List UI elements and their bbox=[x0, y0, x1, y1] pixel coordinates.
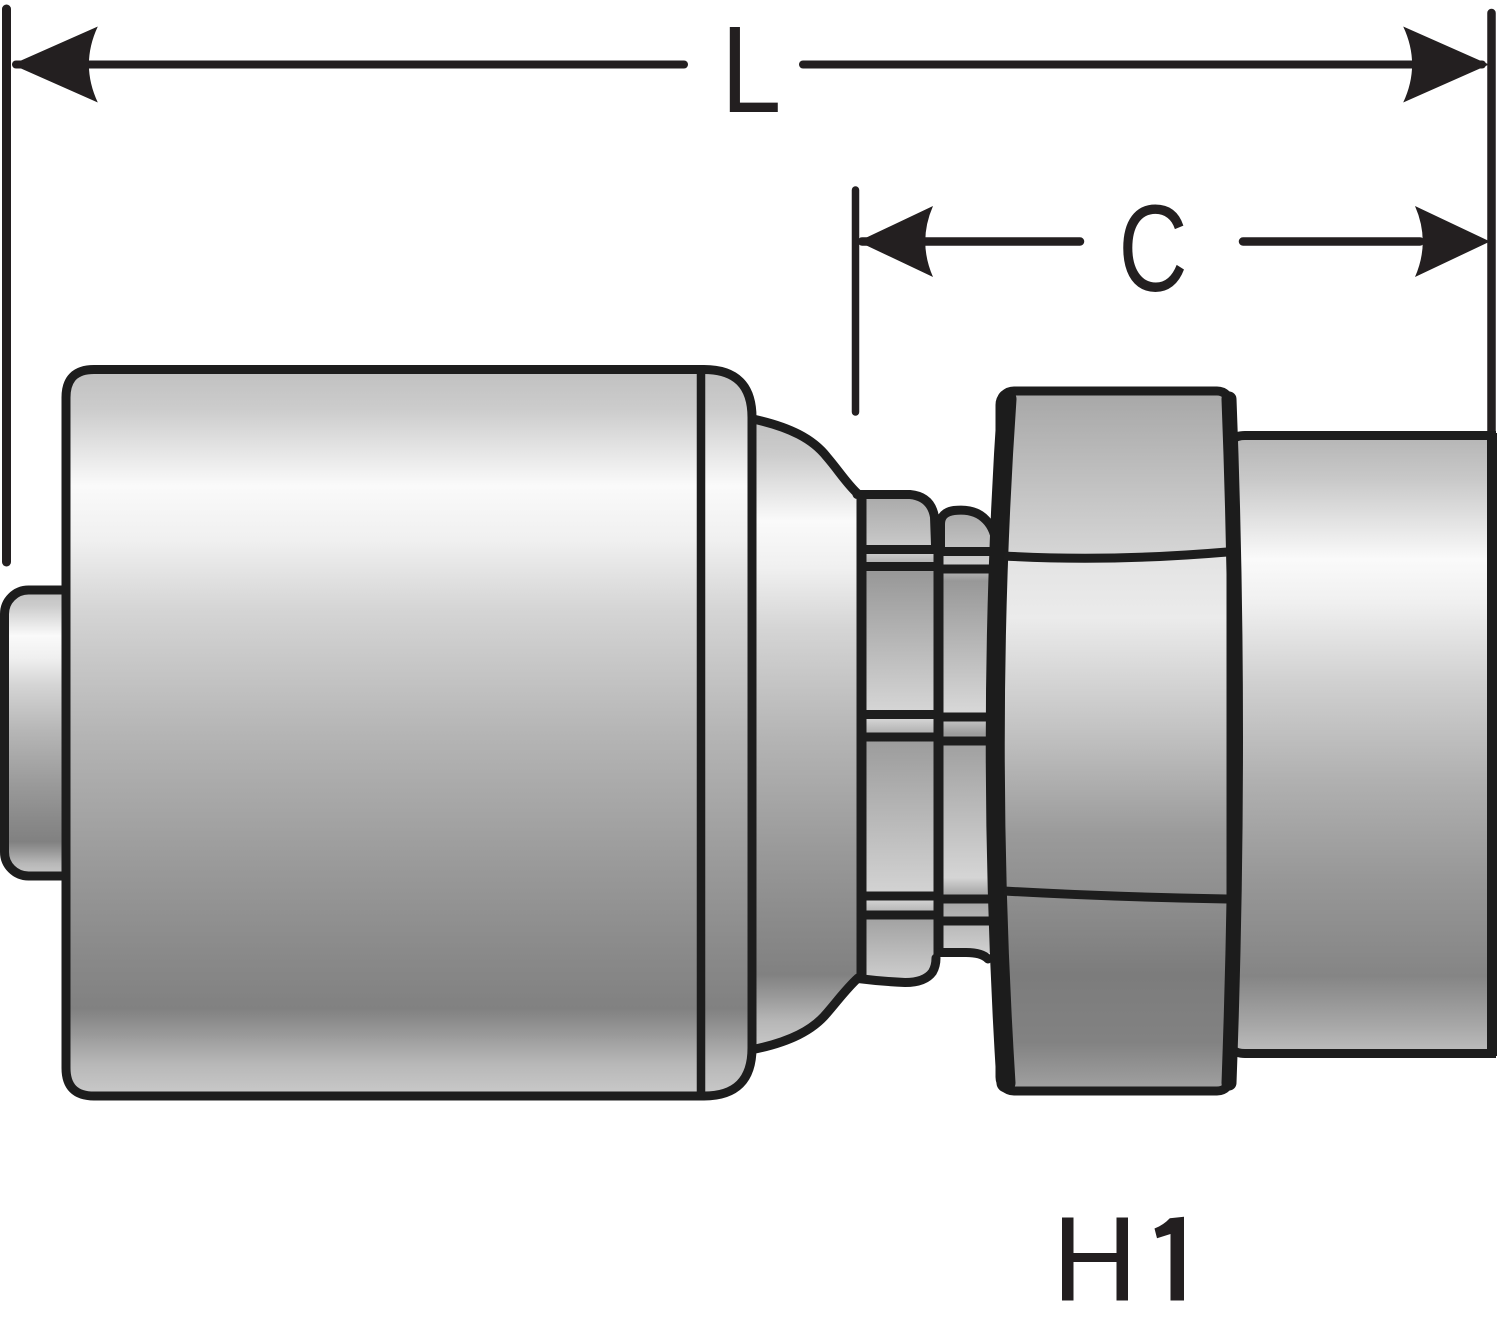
svg-text:C: C bbox=[1118, 181, 1187, 318]
svg-text:L: L bbox=[721, 1, 782, 139]
